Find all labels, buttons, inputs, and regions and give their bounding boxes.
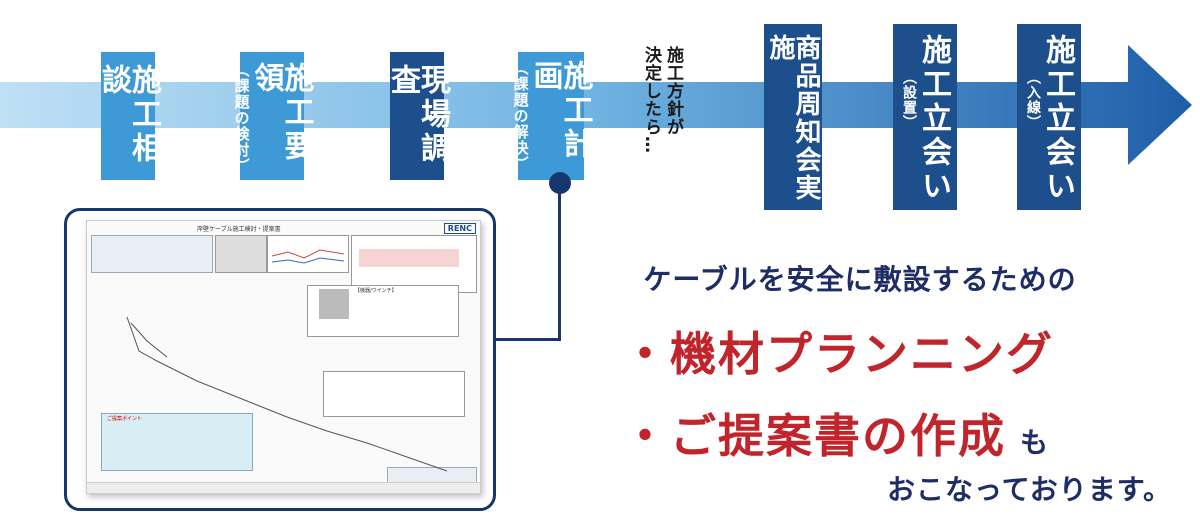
step-attendance-wiring: 施工立会い （入線） bbox=[1017, 24, 1081, 210]
bullet-equipment-planning: ・機材プランニング bbox=[622, 327, 1054, 381]
step-procedure: 施工要領 （課題の検討） bbox=[233, 52, 314, 180]
callout-dot bbox=[549, 172, 571, 194]
step-construction-plan: 施工計画 （課題の解決） bbox=[512, 52, 593, 180]
step-label: 施工相談 bbox=[96, 64, 161, 166]
step-site-survey: 現場調査 bbox=[385, 52, 450, 180]
doc-title: 岸壁ケーブル施工検討・提案書 bbox=[197, 226, 281, 233]
step-sublabel: （課題の解決） bbox=[511, 60, 530, 172]
proposal-document-image: 岸壁ケーブル施工検討・提案書 RENC 【機器/ウインチ】 ご提案ポイント bbox=[86, 220, 481, 494]
bullet-proposal-text: ・ご提案書の作成 bbox=[622, 409, 1006, 463]
step-label: 施工立会い bbox=[916, 34, 951, 204]
closing-message: おこなっております。 bbox=[887, 473, 1172, 506]
step-product-briefing: 商品周知会実施 bbox=[764, 24, 822, 210]
doc-logo: RENC bbox=[443, 223, 476, 234]
step-label: 施工計画 bbox=[527, 60, 593, 162]
callout-line-horizontal bbox=[496, 338, 561, 341]
doc-box-title: ご提案ポイント bbox=[107, 416, 143, 422]
step-attendance-install: 施工立会い （設置） bbox=[893, 24, 957, 210]
step-sublabel: （課題の検討） bbox=[232, 62, 251, 174]
step-label: 現場調査 bbox=[385, 64, 450, 166]
step-sublabel: （設置） bbox=[901, 70, 917, 130]
callout-line-vertical bbox=[558, 190, 561, 340]
doc-spec-title: 【機器/ウインチ】 bbox=[355, 288, 397, 294]
note-line-1: 施工方針が bbox=[663, 46, 683, 136]
lead-message: ケーブルを安全に敷設するための bbox=[643, 263, 1077, 296]
note-line-2: 決定したら… bbox=[641, 46, 661, 154]
bullet-proposal: ・ご提案書の作成も bbox=[622, 400, 1050, 466]
bullet-proposal-suffix: も bbox=[1020, 426, 1051, 459]
step-consultation: 施工相談 bbox=[96, 52, 161, 180]
step-label: 施工立会い bbox=[1040, 34, 1075, 204]
step-label: 施工要領 bbox=[248, 62, 314, 164]
step-label: 商品周知会実施 bbox=[765, 34, 821, 202]
step-sublabel: （入線） bbox=[1025, 70, 1041, 130]
decision-note: 施工方針が 決定したら… bbox=[640, 46, 684, 196]
flow-arrow bbox=[0, 45, 1192, 165]
